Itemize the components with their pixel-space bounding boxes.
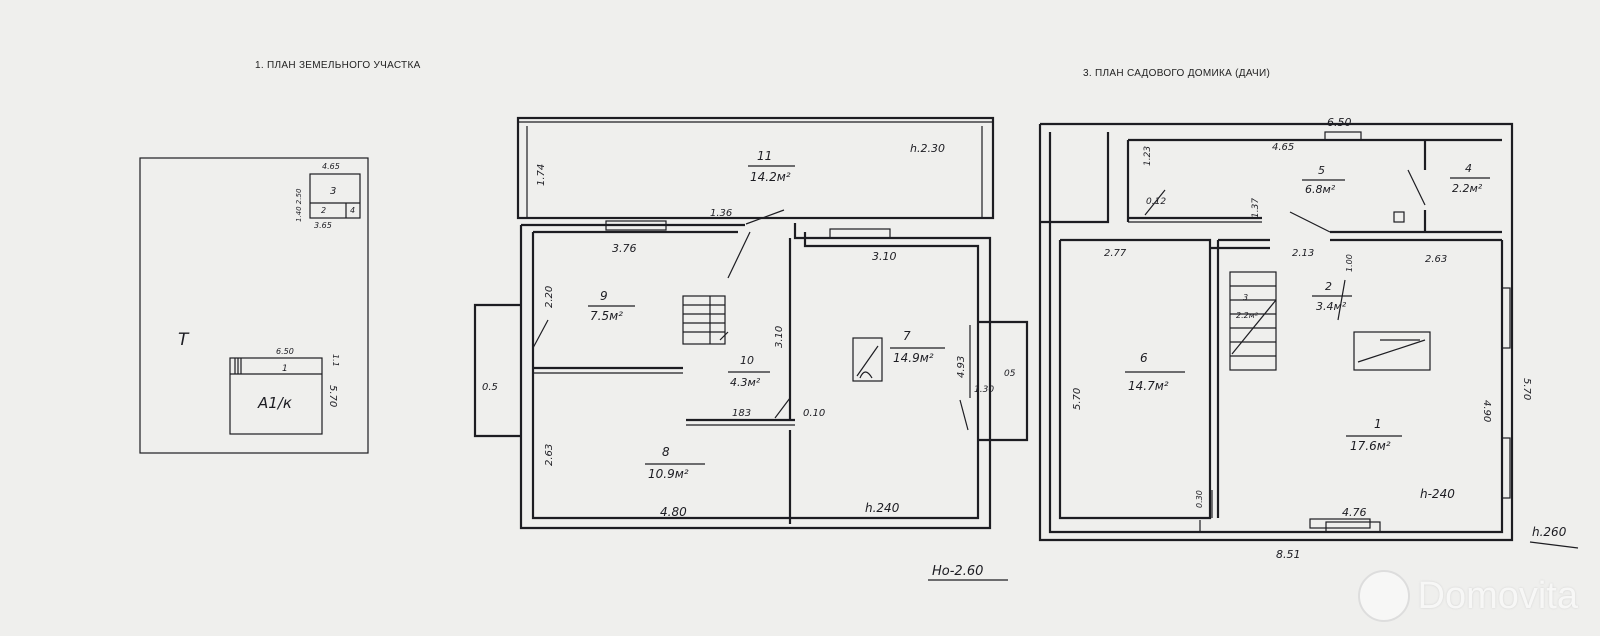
plot-house-label: А1/к — [257, 394, 292, 412]
dim-2-20: 2.20 — [544, 286, 555, 308]
domovita-watermark: Domovita — [1357, 570, 1579, 622]
plot-small-dim-top: 4.65 — [322, 162, 340, 171]
room-4-number: 4 — [1465, 162, 1472, 175]
plot-small-cell-right: 4 — [350, 206, 355, 215]
plot-small-block: 4.65 3.65 1.40 2.50 3 2 4 — [295, 162, 361, 230]
domovita-logo-icon — [1357, 570, 1410, 622]
dim-h-230: h.2.30 — [910, 142, 945, 155]
dim-h-260: h.260 — [1532, 525, 1567, 539]
dim-3-10-top: 3.10 — [872, 250, 897, 263]
dim-0-5: 0.5 — [482, 382, 498, 393]
dim-2-63: 2.63 — [544, 444, 555, 466]
room-10-area: 4.3м² — [730, 376, 761, 389]
room-3-number: 3 — [1243, 293, 1248, 302]
dim-4-76: 4.76 — [1342, 506, 1367, 519]
room-5-number: 5 — [1318, 164, 1325, 177]
dim-2-63-f2: 2.63 — [1425, 254, 1447, 265]
room-6-number: 6 — [1140, 351, 1148, 365]
dim-3-10-side: 3.10 — [774, 326, 785, 348]
room-7-number: 7 — [903, 329, 911, 343]
room-7-area: 14.9м² — [893, 351, 934, 365]
dim-2-13: 2.13 — [1292, 248, 1314, 259]
dim-0-12: 0.12 — [1146, 197, 1166, 207]
floor2-plan: 5 6.8м² 4 2.2м² 6 14.7м² 3 2.2м² 2 3.4м²… — [1038, 116, 1579, 561]
dim-1-74: 1.74 — [536, 164, 547, 186]
room-3-area: 2.2м² — [1236, 311, 1259, 320]
dim-4-90: 4.90 — [1481, 400, 1492, 422]
plot-small-cell-left: 2 — [321, 206, 326, 215]
plot-small-dim-side: 1.40 2.50 — [295, 188, 303, 222]
room-5-area: 6.8м² — [1305, 183, 1336, 196]
dim-2-77: 2.77 — [1104, 248, 1127, 259]
dim-1-30: 1.30 — [974, 385, 994, 395]
room-11-area: 14.2м² — [750, 170, 791, 184]
dim-h-240: h.240 — [865, 501, 900, 515]
room-6-area: 14.7м² — [1128, 379, 1169, 393]
plot-house-block: 6.50 1.1 5.70 1 А1/к — [229, 347, 340, 435]
plot-small-dim-bottom: 3.65 — [314, 221, 332, 230]
plot-plan-heading: 1. ПЛАН ЗЕМЕЛЬНОГО УЧАСТКА — [255, 60, 421, 71]
dim-05-right: 05 — [1004, 369, 1016, 379]
room-8-number: 8 — [662, 445, 670, 459]
room-8-area: 10.9м² — [648, 467, 689, 481]
plot-small-label: 3 — [330, 186, 336, 197]
plot-house-dim-top: 6.50 — [276, 347, 294, 356]
room-10-number: 10 — [740, 354, 754, 367]
domovita-watermark-text: Domovita — [1417, 574, 1579, 617]
floor1-outer-wall — [519, 223, 992, 530]
room-2-area: 3.4м² — [1316, 300, 1347, 313]
terrace-outline — [516, 116, 995, 220]
room-9-number: 9 — [600, 289, 608, 303]
plot-boundary — [139, 157, 369, 454]
floor1-plan: 11 14.2м² 9 7.5м² 10 4.3м² 8 10.9м² 7 14… — [473, 116, 1371, 581]
room-4-area: 2.2м² — [1452, 182, 1483, 195]
dim-4-65: 4.65 — [1272, 142, 1294, 153]
dim-183: 183 — [732, 408, 751, 419]
house-plan-heading: 3. ПЛАН САДОВОГО ДОМИКА (ДАЧИ) — [1083, 68, 1271, 79]
dim-1-36: 1.36 — [710, 208, 732, 219]
dim-1-37: 1.37 — [1251, 198, 1261, 218]
floor2-outer-wall — [1038, 122, 1514, 542]
dim-4-80: 4.80 — [660, 505, 687, 519]
plot-house-dim-side: 1.1 — [331, 354, 340, 367]
room-9-area: 7.5м² — [590, 309, 623, 323]
dim-4-93: 4.93 — [956, 356, 967, 378]
dim-0-10: 0.10 — [803, 408, 825, 419]
room-1-number: 1 — [1374, 417, 1382, 431]
dim-0-30: 0.30 — [1195, 490, 1204, 508]
plot-house-dim-right: 5.70 — [327, 385, 338, 407]
dim-6-50: 6.50 — [1327, 116, 1352, 129]
dim-3-76: 3.76 — [612, 242, 637, 255]
dim-h-240-f2: h-240 — [1420, 487, 1455, 501]
dim-1-00: 1.00 — [1345, 254, 1354, 272]
dim-8-51: 8.51 — [1276, 548, 1301, 561]
room-2-number: 2 — [1325, 280, 1332, 293]
plot-house-label-top: 1 — [282, 364, 288, 374]
plot-plan: Т 4.65 3.65 1.40 2.50 3 2 4 6.50 1.1 — [139, 157, 369, 454]
dim-1-23: 1.23 — [1143, 146, 1153, 166]
plot-letter: Т — [178, 330, 190, 350]
room-1-area: 17.6м² — [1350, 439, 1391, 453]
floor1-height-note: Ho-2.60 — [932, 564, 983, 579]
room-11-number: 11 — [757, 149, 772, 163]
dim-5-70-right: 5.70 — [1521, 378, 1532, 400]
dim-5-70-left: 5.70 — [1072, 388, 1083, 410]
